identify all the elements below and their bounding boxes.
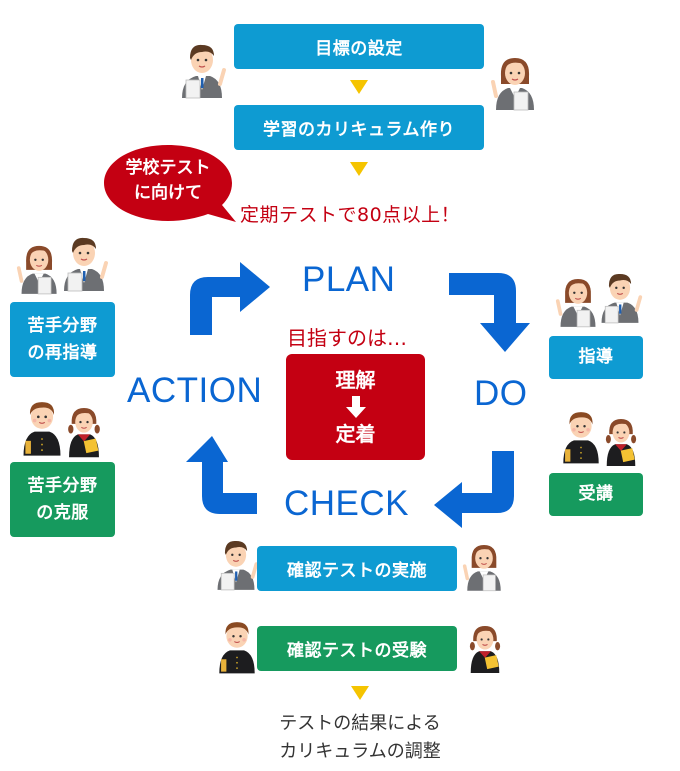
reteach-line-2: の再指導 [27, 342, 98, 363]
result-line-2: カリキュラムの調整 [279, 741, 441, 762]
yellow-triangle-down-icon [350, 162, 368, 176]
test-take-label: 確認テストの受験 [287, 641, 427, 661]
attending-class-box: 受講 [549, 473, 643, 516]
teacher-illustration [16, 244, 59, 296]
overcome-line-1: 苦手分野 [27, 475, 98, 496]
overcome-line-2: の克服 [36, 502, 89, 523]
bubble-line-1: 学校テスト [125, 158, 211, 178]
goal-box: 理解 定着 [286, 354, 425, 460]
check-label: CHECK [284, 484, 410, 523]
curriculum-box: 学習のカリキュラム作り [234, 105, 484, 150]
target-score-text: 定期テストで80点以上！ [240, 204, 461, 226]
teacher-illustration [599, 272, 643, 325]
goal-setting-box: 目標の設定 [234, 24, 484, 69]
down-arrow-icon [345, 396, 366, 418]
test-conduct-label: 確認テストの実施 [287, 561, 427, 581]
arrow-action-to-plan-icon [190, 262, 270, 335]
arrow-check-from-do-icon [434, 451, 514, 528]
teacher-illustration [462, 543, 503, 593]
attending-label: 受講 [578, 484, 614, 504]
goal-setting-label: 目標の設定 [315, 39, 403, 59]
teacher-illustration [491, 56, 536, 112]
teaching-box: 指導 [549, 336, 643, 379]
student-illustration [22, 401, 62, 457]
student-illustration [605, 418, 637, 467]
reteach-weak-areas-box: 苦手分野 の再指導 [10, 302, 115, 377]
student-illustration [218, 621, 256, 674]
retention-label: 定着 [335, 422, 376, 446]
understanding-label: 理解 [335, 368, 376, 392]
plan-label: PLAN [302, 260, 396, 299]
do-label: DO [474, 374, 528, 413]
result-line-1: テストの結果による [279, 713, 441, 734]
confirmation-test-take-box: 確認テストの受験 [257, 626, 457, 671]
teacher-illustration [555, 277, 598, 329]
teaching-label: 指導 [578, 347, 614, 367]
aim-label: 目指すのは… [287, 326, 407, 350]
reteach-line-1: 苦手分野 [27, 315, 98, 336]
speech-bubble: 学校テスト に向けて [108, 156, 228, 206]
curriculum-label: 学習のカリキュラム作り [263, 120, 455, 140]
teacher-illustration [62, 235, 108, 293]
bubble-line-2: に向けて [134, 183, 202, 203]
result-adjustment-text: テストの結果による カリキュラムの調整 [230, 710, 490, 766]
arrow-check-to-action-icon [186, 436, 257, 514]
action-label: ACTION [127, 371, 263, 410]
teacher-illustration [180, 42, 226, 100]
student-illustration [562, 411, 600, 464]
arrow-plan-to-do-icon [449, 273, 530, 352]
student-illustration [67, 407, 101, 458]
yellow-triangle-down-icon [350, 80, 368, 94]
yellow-triangle-down-icon [351, 686, 369, 700]
student-illustration [469, 625, 501, 674]
teacher-illustration [215, 539, 259, 592]
overcome-weak-areas-box: 苦手分野 の克服 [10, 462, 115, 537]
confirmation-test-conduct-box: 確認テストの実施 [257, 546, 457, 591]
